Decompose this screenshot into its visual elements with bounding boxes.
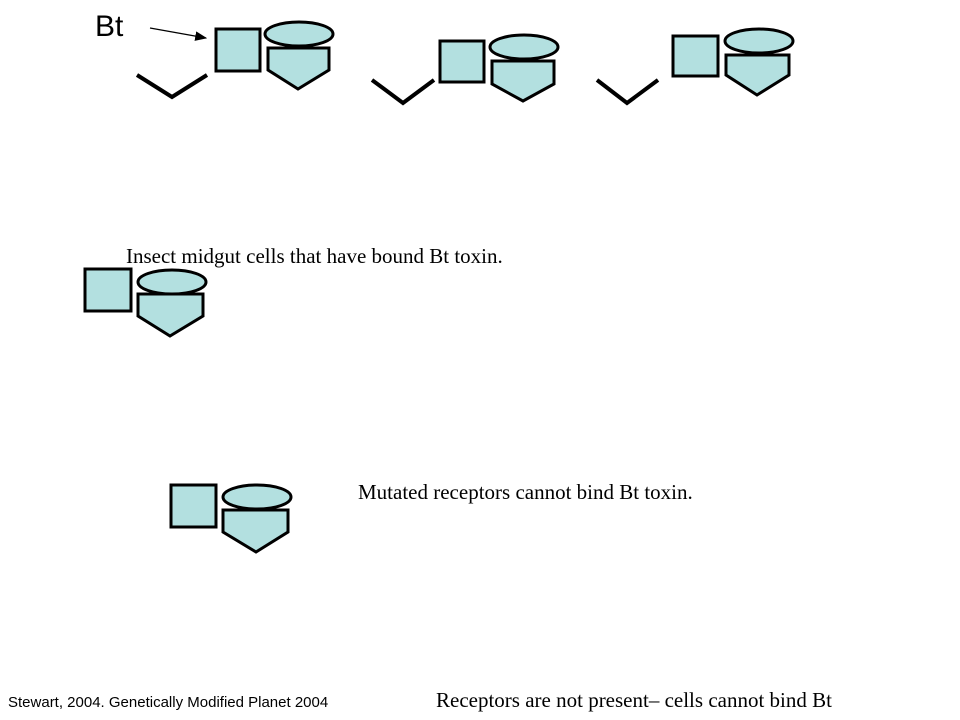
toxin-square-icon <box>671 34 720 78</box>
caption-mutated-receptors: Mutated receptors cannot bind Bt toxin. <box>358 480 693 504</box>
caption-bound-cells: Insect midgut cells that have bound Bt t… <box>126 244 503 268</box>
toxin-pentagon-icon <box>221 508 290 554</box>
cell-group-mutated <box>83 267 208 338</box>
cell-group-bound-1 <box>135 20 335 100</box>
cell-group-no-receptor <box>169 483 293 554</box>
receptor-v-icon <box>370 78 436 106</box>
toxin-pentagon-icon <box>490 59 556 103</box>
toxin-oval-icon <box>263 20 335 48</box>
toxin-oval-icon <box>221 483 293 511</box>
toxin-square-icon <box>438 39 486 84</box>
toxin-oval-icon <box>723 27 795 55</box>
cell-group-bound-2 <box>370 33 560 106</box>
toxin-square-icon <box>169 483 218 529</box>
toxin-oval-icon <box>488 33 560 61</box>
bt-pointer-arrow <box>149 27 208 41</box>
receptor-v-icon <box>595 78 660 106</box>
toxin-square-icon <box>214 27 262 73</box>
bt-label: Bt <box>95 10 124 43</box>
citation: Stewart, 2004. Genetically Modified Plan… <box>8 694 329 711</box>
toxin-pentagon-icon <box>724 53 791 97</box>
toxin-pentagon-icon <box>136 292 205 338</box>
caption-receptors-absent: Receptors are not present– cells cannot … <box>436 688 832 712</box>
toxin-oval-icon <box>136 268 208 296</box>
cell-group-bound-3 <box>595 27 795 106</box>
receptor-v-icon <box>135 73 209 100</box>
toxin-pentagon-icon <box>266 46 331 91</box>
toxin-square-icon <box>83 267 133 313</box>
